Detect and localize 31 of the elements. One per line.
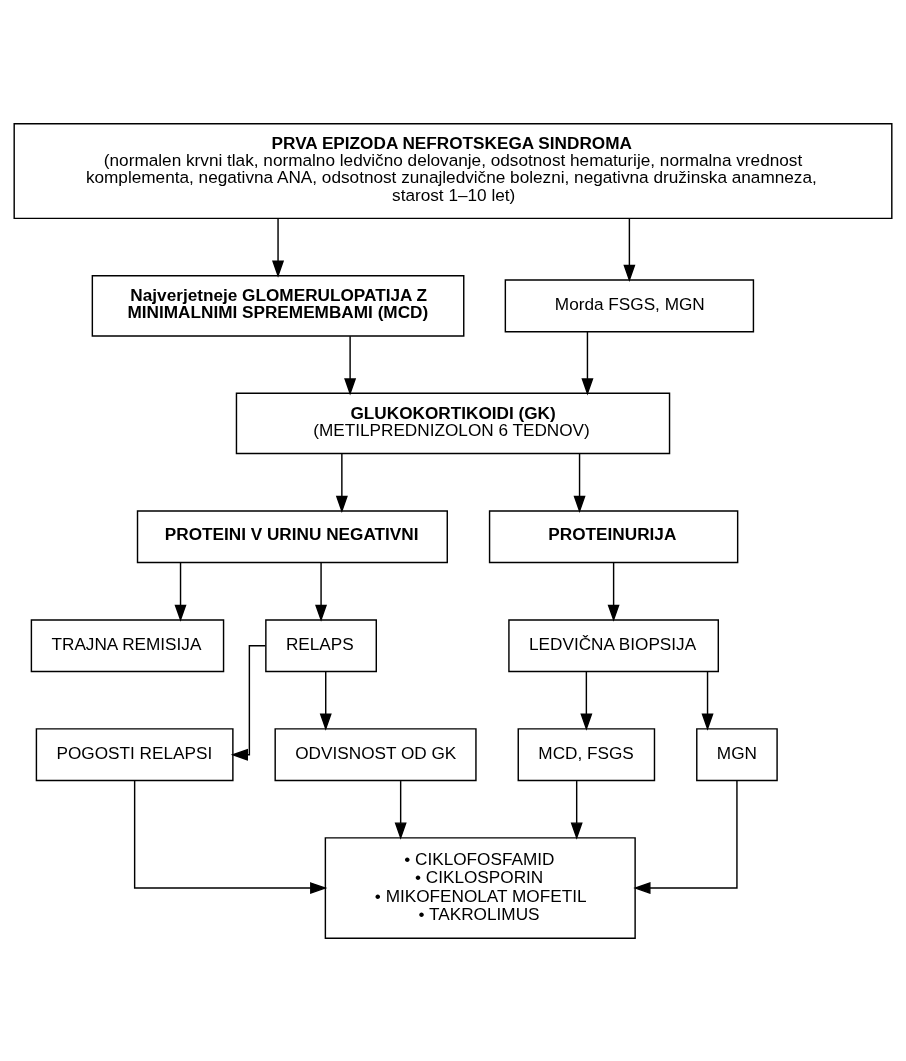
node-box: Morda FSGS, MGN [504, 278, 755, 332]
arrow [580, 670, 593, 731]
node-box: PRVA EPIZODA NEFROTSKEGA SINDROMA (normalen krvni tlak, normalno ledvično delovanje, odsotnost hematurije, normalna vrednost komplementa, negativna ANA, odsotnost zunajledvične bolezni, negativna družinska anamneza, starost 1–10 let) [13, 122, 893, 219]
node-box: RELAPS [265, 618, 377, 672]
node-box: MGN [696, 727, 778, 781]
arrow [272, 217, 285, 278]
arrow [133, 779, 328, 894]
node-box: PROTEINI V URINU NEGATIVNI [136, 509, 448, 563]
arrow [607, 561, 620, 622]
arrow [623, 217, 636, 282]
node-box: PROTEINURIJA [488, 509, 739, 563]
arrow [394, 779, 407, 840]
arrow [633, 779, 738, 894]
arrow [335, 452, 348, 513]
arrow [701, 670, 714, 731]
node-box: TRAJNA REMISIJA [30, 618, 225, 672]
arrow [174, 561, 187, 622]
arrow [581, 330, 594, 395]
node-box: • CIKLOFOSFAMID • CIKLOSPORIN • MIKOFENOLAT MOFETIL • TAKROLIMUS [324, 836, 636, 939]
arrow [230, 644, 266, 761]
arrow [319, 670, 332, 731]
node-box: ODVISNOST OD GK [274, 727, 477, 781]
arrow [573, 452, 586, 513]
node-box: POGOSTI RELAPSI [35, 727, 234, 781]
node-box: GLUKOKORTIKOIDI (GK) (METILPREDNIZOLON 6 TEDNOV) [235, 392, 671, 454]
node-box: MCD, FSGS [517, 727, 656, 781]
arrow [315, 561, 328, 622]
node-box: LEDVIČNA BIOPSIJA [508, 618, 719, 672]
node-box: Najverjetneje GLOMERULOPATIJA Z MINIMALNIMI SPREMEMBAMI (MCD) [91, 274, 465, 337]
arrow [570, 779, 583, 840]
arrow [344, 334, 357, 395]
